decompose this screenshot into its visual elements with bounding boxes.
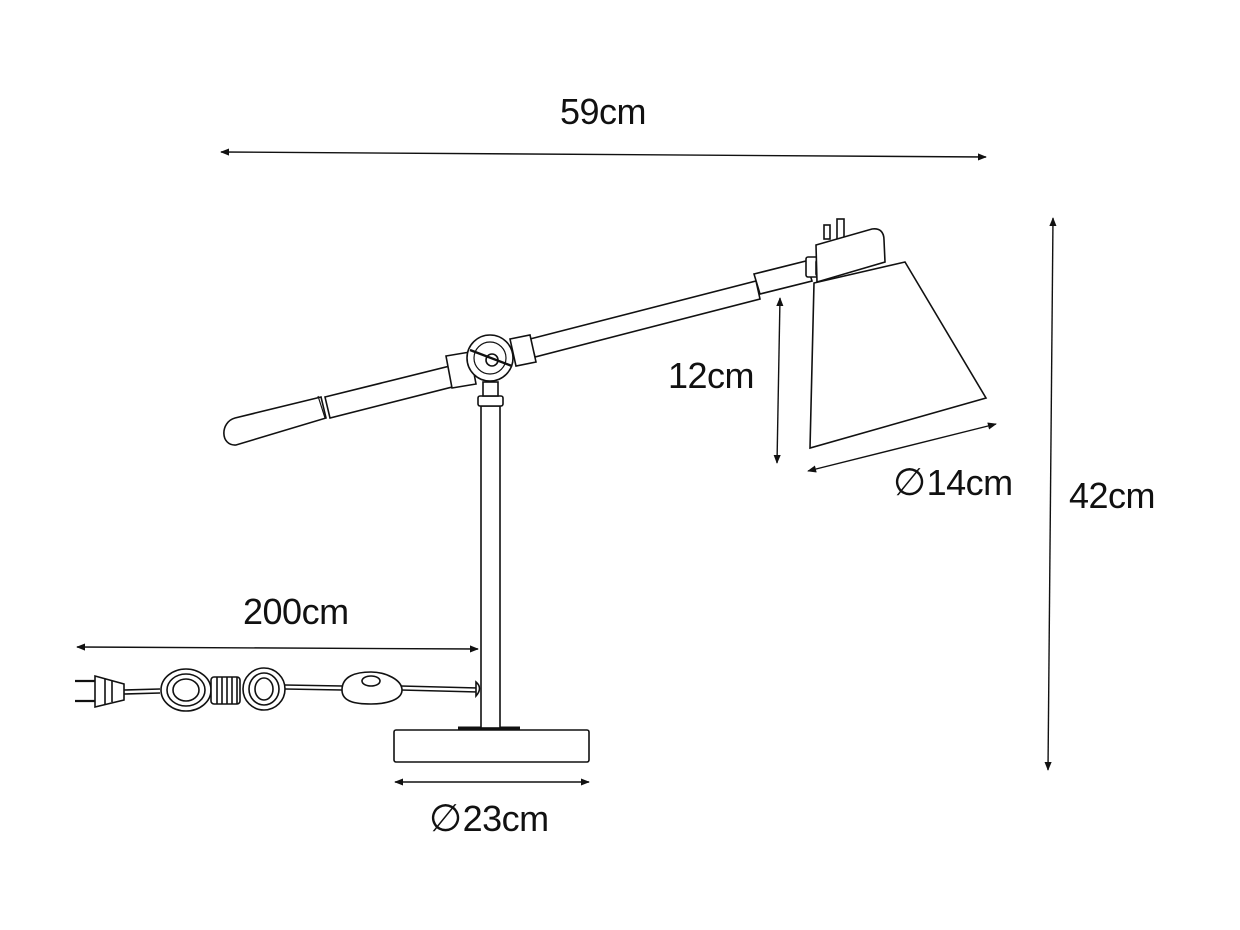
euro-plug xyxy=(75,674,125,709)
arm-joint xyxy=(445,334,537,389)
total-height-dimension-arrow xyxy=(1044,217,1057,771)
lamp-base xyxy=(393,726,590,763)
shade-diameter-label: ∅14cm xyxy=(893,464,1013,502)
shade-diameter-dimension-arrow xyxy=(807,422,997,473)
cable-length-label: 200cm xyxy=(243,591,349,632)
shade-diameter-value: 14cm xyxy=(926,462,1014,503)
shade-height-dimension-arrow xyxy=(773,297,784,464)
width-dimension-arrow xyxy=(220,148,987,161)
total-height-label: 42cm xyxy=(1069,475,1156,516)
shade-height-label: 12cm xyxy=(668,355,755,396)
lamp-stem xyxy=(477,381,504,729)
diameter-symbol: ∅ xyxy=(429,798,462,840)
base-diameter-label: ∅23cm xyxy=(429,800,549,838)
width-label: 59cm xyxy=(560,91,647,132)
lamp-shade xyxy=(809,218,988,450)
power-cable xyxy=(123,680,481,699)
cable-length-dimension-arrow xyxy=(76,643,479,653)
cable-coil xyxy=(160,667,286,712)
diameter-symbol: ∅ xyxy=(893,462,926,504)
inline-switch xyxy=(341,671,403,705)
base-diameter-value: 23cm xyxy=(462,798,550,839)
